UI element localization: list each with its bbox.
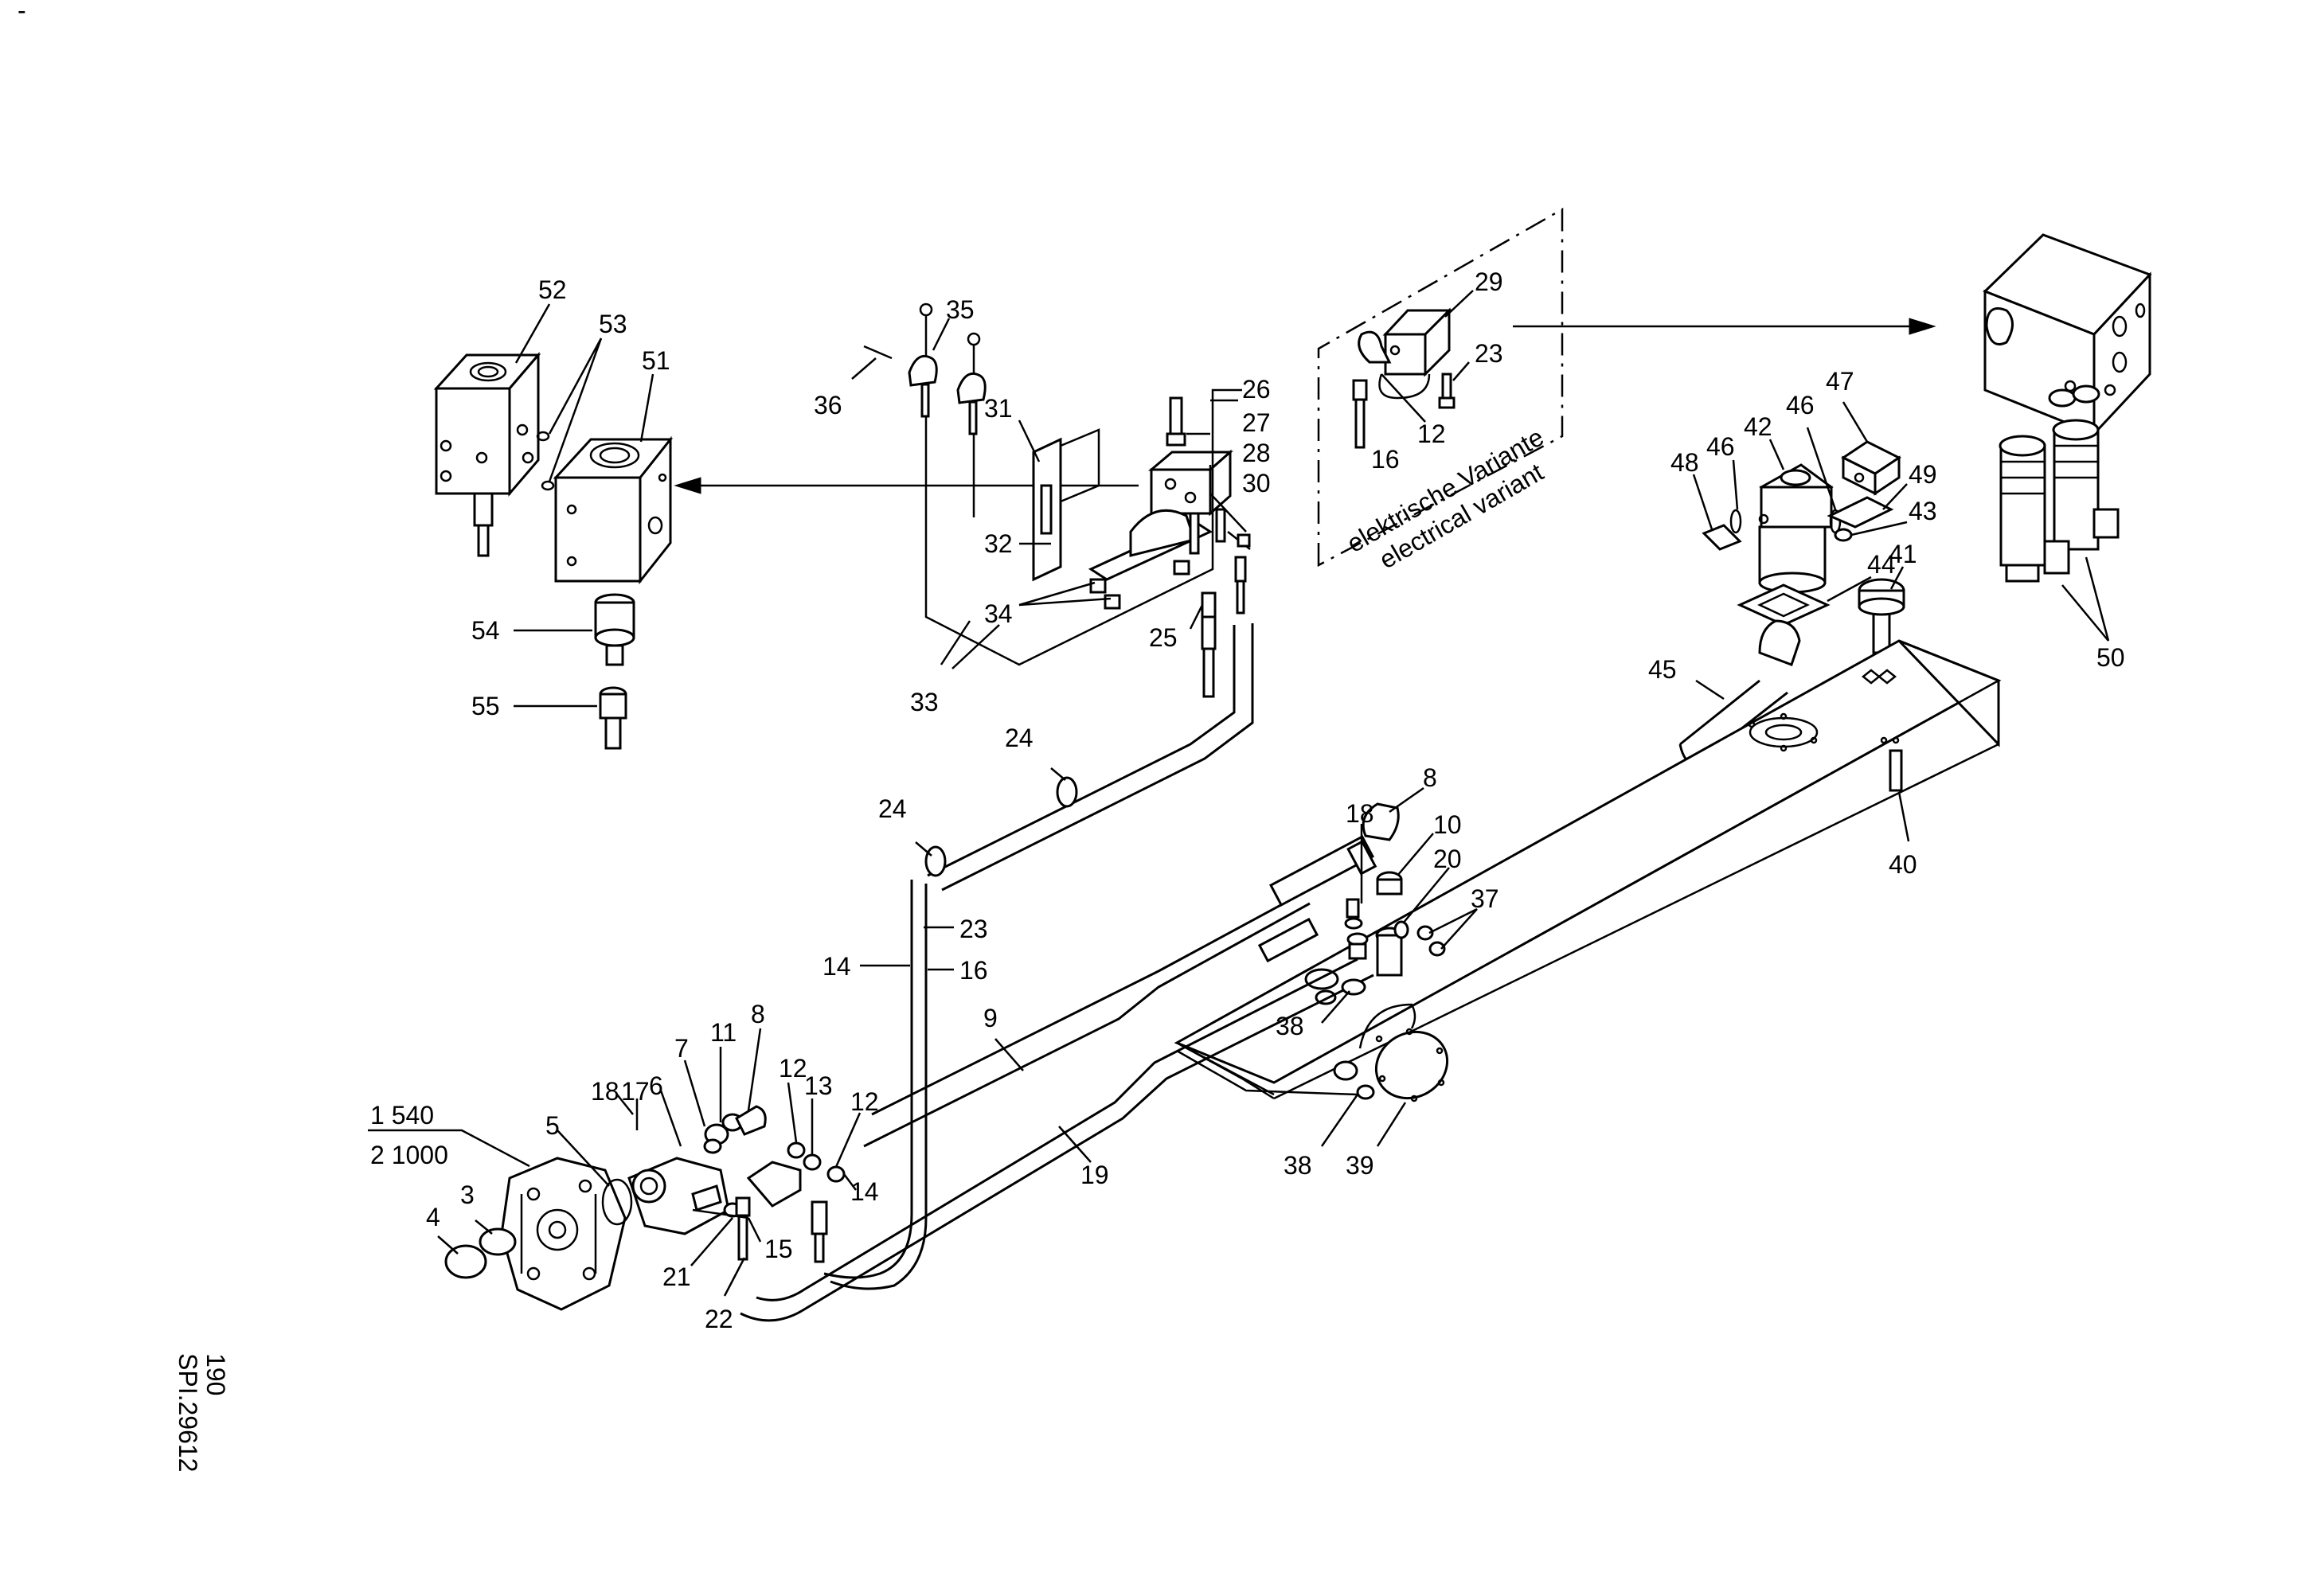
part-label: 41 [1889,540,1917,568]
part-label: 48 [1670,448,1699,477]
part-label: 44 [1867,550,1896,579]
quantity-line-1: 1 540 [370,1101,434,1130]
part-label: 29 [1475,267,1503,296]
part-label: 4 [426,1203,440,1231]
part-label: 23 [959,915,988,943]
part-label: 33 [910,688,939,716]
filter-assembly [1678,440,1905,766]
part-label: 37 [1471,884,1499,913]
part-label: 24 [1005,724,1034,752]
part-label: 40 [1889,850,1917,879]
part-label: 17 [621,1077,650,1106]
part-label: 28 [1242,439,1271,467]
part-label: 42 [1744,412,1772,441]
arrow-to-valve-block-50 [1513,318,1936,335]
part-label: 13 [804,1071,833,1100]
part-label: 39 [1346,1151,1374,1180]
part-label: 27 [1242,408,1271,437]
pipes [740,623,1377,1322]
part-label: 3 [460,1180,475,1209]
pump-assembly [444,1105,846,1311]
part-label: 43 [1909,497,1937,525]
part-label: 46 [1706,432,1735,461]
part-label: 8 [1423,763,1437,792]
part-label: 26 [1242,375,1271,404]
part-label: 24 [878,794,907,823]
part-label: 52 [538,275,567,304]
part-label: 45 [1648,655,1677,684]
part-label: 14 [850,1177,879,1206]
quantity-line-2: 2 1000 [370,1141,448,1169]
part-label: 9 [983,1004,998,1032]
fitting-54 [594,593,635,666]
part-label: 16 [1371,445,1400,474]
part-label: 23 [1475,339,1503,368]
part-label: 25 [1149,623,1178,652]
part-label: 38 [1284,1151,1312,1180]
part-label: 20 [1433,845,1462,873]
corner-mark: - [18,0,26,25]
middle-fittings [1341,802,1446,996]
part-label: 10 [1433,810,1462,839]
part-label: 51 [642,346,670,375]
fitting-55 [599,686,627,750]
part-label: 32 [984,529,1013,558]
part-label: 53 [599,310,627,338]
part-label: 15 [764,1235,793,1263]
part-label: 22 [705,1305,733,1333]
part-label: 46 [1786,391,1815,419]
solenoid-valve-block-50 [1983,233,2152,583]
drawing-number: SPI.29612 [174,1353,202,1472]
page-number: 190 [201,1353,230,1395]
valve-block-51 [553,435,674,585]
part-label: 12 [779,1054,807,1083]
part-label: 8 [751,1000,765,1028]
part-label: 49 [1909,460,1937,489]
part-label: 34 [984,599,1013,628]
part-labels: 52 53 51 54 55 35 36 31 32 34 33 26 27 2… [426,267,2125,1333]
lever-bracket-assembly [863,302,1251,698]
part-label: 14 [823,952,851,981]
o-rings-53 [536,431,555,491]
drawing-id-block: SPI.29612 190 [174,1353,230,1472]
part-label: 54 [471,616,500,645]
part-label: 19 [1080,1161,1109,1189]
part-label: 47 [1826,367,1854,396]
valve-block-52 [433,351,541,557]
leader-lines [368,290,2110,1297]
part-label: 6 [649,1071,663,1100]
part-label: 18 [1346,799,1374,828]
part-label: 31 [984,394,1013,423]
part-label: 5 [545,1111,560,1140]
part-label: 55 [471,692,500,720]
part-label: 7 [674,1034,689,1063]
arrow-to-valve-51 [674,477,1139,494]
quantity-annotation: 1 540 2 1000 [370,1101,448,1169]
electrical-variant-box: elektrische Variante electrical variant [1317,207,1564,574]
part-label: 12 [850,1087,879,1116]
part-label: 11 [710,1018,737,1047]
part-label: 18 [591,1077,619,1106]
part-label: 16 [959,956,988,985]
part-label: 38 [1276,1012,1304,1040]
part-label: 30 [1242,469,1271,498]
part-label: 50 [2096,643,2125,672]
part-label: 36 [814,391,842,419]
part-label: 12 [1417,419,1446,448]
part-label: 35 [946,295,975,324]
part-label: 21 [662,1262,691,1291]
